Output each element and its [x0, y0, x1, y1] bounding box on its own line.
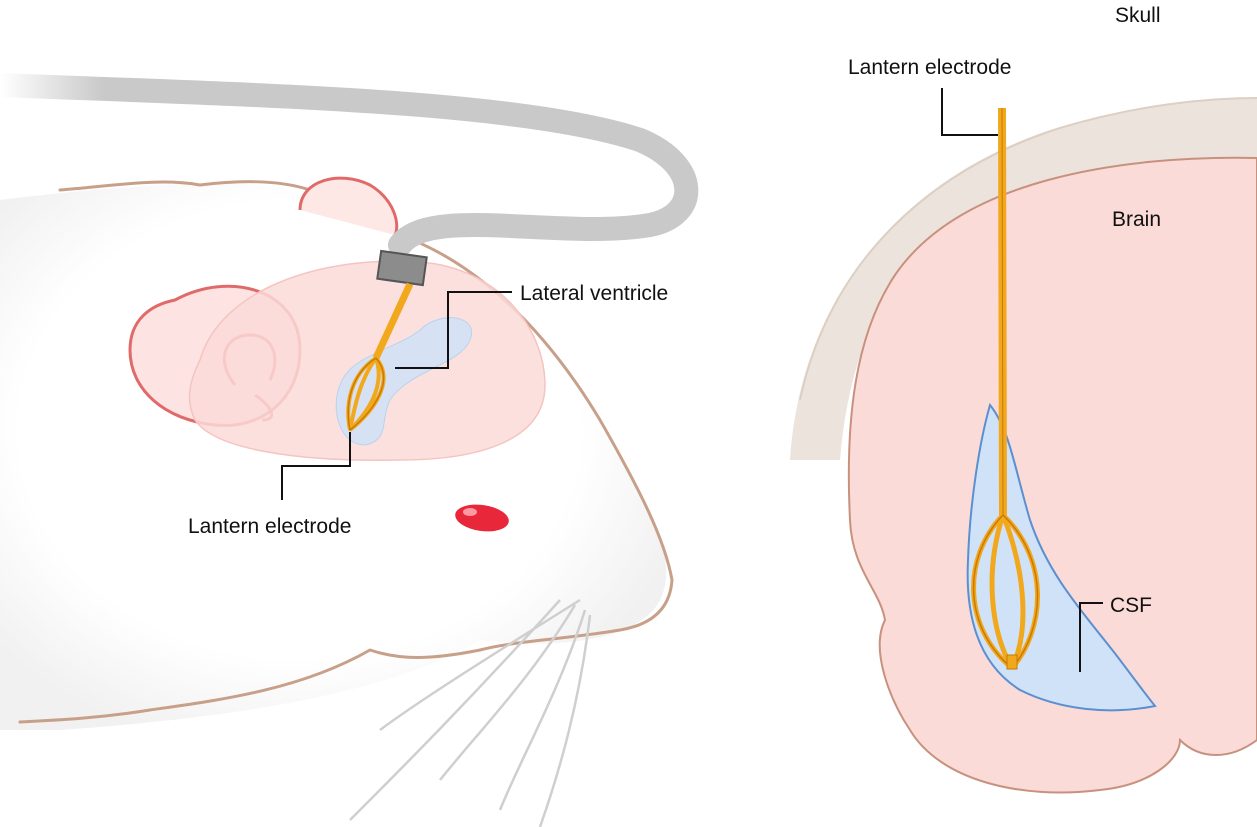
skull-layer	[790, 98, 1257, 460]
label-lantern-electrode-right: Lantern electrode	[848, 56, 1011, 79]
brain-tissue	[847, 156, 1257, 794]
label-csf: CSF	[1110, 594, 1152, 617]
label-lantern-electrode-left: Lantern electrode	[188, 515, 351, 538]
eye-highlight	[463, 508, 477, 516]
mouse-illustration	[0, 176, 674, 827]
label-skull: Skull	[1115, 4, 1161, 27]
right-leader-lines	[941, 88, 1103, 672]
mouse-back-ear	[298, 176, 399, 236]
whiskers	[349, 598, 592, 827]
lantern-electrode-left	[346, 282, 414, 432]
label-brain: Brain	[1112, 208, 1161, 231]
lantern-electrode-right	[971, 107, 1040, 670]
implant-cable	[0, 73, 699, 287]
brain-section	[790, 97, 1257, 794]
left-leader-lines	[281, 291, 512, 500]
skull-outline	[799, 97, 1257, 401]
label-lateral-ventricle: Lateral ventricle	[520, 282, 668, 305]
csf-region	[966, 402, 1157, 712]
connector-block	[376, 249, 428, 287]
